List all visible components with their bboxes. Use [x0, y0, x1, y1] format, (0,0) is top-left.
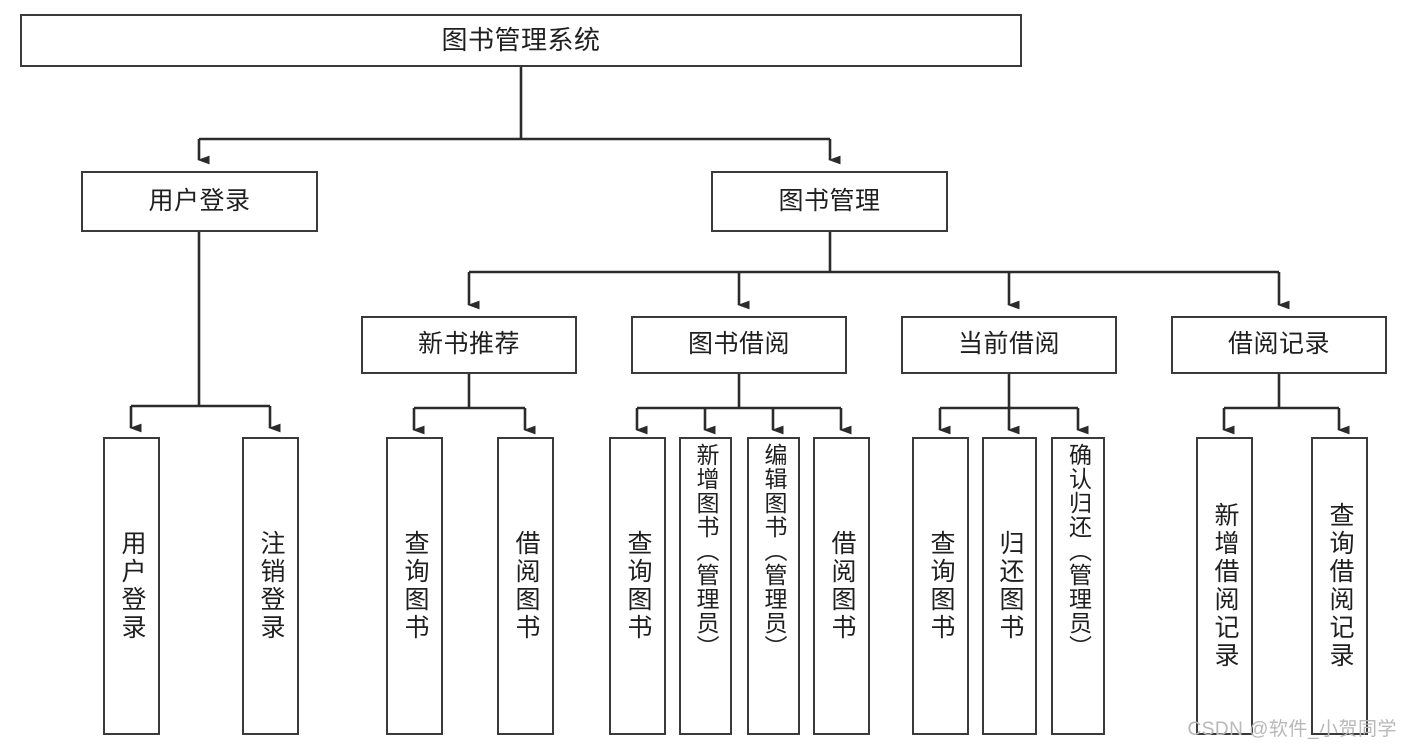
node-new-book-recommendation[interactable]: 新书推荐	[361, 316, 577, 374]
node-label: 查询图书	[401, 530, 429, 642]
leaf-return-book[interactable]: 归还图书	[982, 437, 1037, 735]
leaf-query-book-borrow[interactable]: 查询图书	[609, 437, 666, 735]
node-label: 编辑图书（管理员）	[761, 443, 787, 659]
node-user-login[interactable]: 用户登录	[81, 171, 318, 232]
leaf-query-book-current[interactable]: 查询图书	[912, 437, 969, 735]
node-label: 新增图书（管理员）	[693, 443, 719, 659]
node-label: 用户登录	[148, 186, 251, 215]
node-borrow-record[interactable]: 借阅记录	[1171, 316, 1387, 374]
node-book-borrow[interactable]: 图书借阅	[631, 316, 847, 374]
node-label: 查询图书	[624, 530, 652, 642]
node-label: 查询图书	[927, 530, 955, 642]
leaf-user-login[interactable]: 用户登录	[103, 437, 160, 735]
leaf-add-borrow-record[interactable]: 新增借阅记录	[1196, 437, 1253, 735]
leaf-borrow-book-borrow[interactable]: 借阅图书	[813, 437, 870, 735]
leaf-edit-book-admin[interactable]: 编辑图书（管理员）	[747, 437, 800, 735]
node-label: 借阅图书	[512, 530, 540, 642]
node-label: 图书借阅	[687, 330, 790, 359]
node-label: 新书推荐	[417, 330, 520, 359]
leaf-query-borrow-record[interactable]: 查询借阅记录	[1311, 437, 1368, 735]
node-label: 归还图书	[996, 530, 1024, 642]
leaf-logout[interactable]: 注销登录	[242, 437, 299, 735]
node-label: 借阅记录	[1227, 330, 1330, 359]
node-current-borrow[interactable]: 当前借阅	[901, 316, 1117, 374]
node-book-management[interactable]: 图书管理	[711, 171, 948, 232]
leaf-borrow-book-recommend[interactable]: 借阅图书	[497, 437, 554, 735]
node-label: 注销登录	[257, 530, 285, 642]
leaf-query-book-recommend[interactable]: 查询图书	[386, 437, 443, 735]
node-label: 确认归还（管理员）	[1065, 443, 1092, 659]
leaf-confirm-return-admin[interactable]: 确认归还（管理员）	[1051, 437, 1105, 735]
node-label: 用户登录	[118, 530, 146, 642]
node-label: 图书管理	[778, 186, 881, 215]
node-label: 借阅图书	[828, 530, 856, 642]
node-label: 当前借阅	[957, 330, 1060, 359]
node-label: 新增借阅记录	[1211, 502, 1239, 670]
node-label: 图书管理系统	[441, 25, 601, 56]
leaf-add-book-admin[interactable]: 新增图书（管理员）	[679, 437, 732, 735]
csdn-watermark: CSDN @软件_小贺同学	[1187, 719, 1397, 740]
node-label: 查询借阅记录	[1326, 502, 1354, 670]
node-root-system[interactable]: 图书管理系统	[20, 14, 1022, 67]
